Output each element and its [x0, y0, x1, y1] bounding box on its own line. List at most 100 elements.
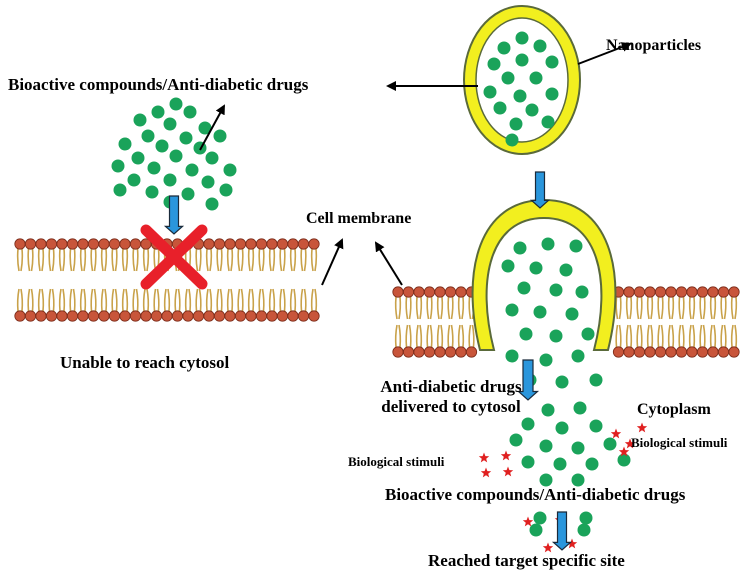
- drug-dot: [589, 373, 603, 387]
- drug-dot: [147, 161, 161, 175]
- lipid-tail: [93, 248, 97, 272]
- lipid-tail: [240, 288, 244, 312]
- lipid-tail: [16, 288, 20, 312]
- lipid-tail: [629, 324, 633, 348]
- drug-dot: [497, 41, 511, 55]
- lipid-tail: [58, 288, 62, 312]
- drug-dot: [505, 349, 519, 363]
- lipid-head: [203, 310, 215, 322]
- lipid-tail: [667, 324, 671, 348]
- lipid-head: [66, 310, 79, 322]
- lipid-head: [35, 238, 47, 250]
- lipid-tail: [650, 296, 654, 320]
- lipid-tail: [415, 296, 419, 320]
- drug-dot: [141, 129, 155, 143]
- nanoparticle-vesicle: [463, 5, 581, 155]
- lipid-tail: [615, 324, 619, 348]
- lipid-tail: [618, 324, 622, 348]
- red-star-icon: [522, 516, 534, 527]
- drug-dot: [145, 185, 159, 199]
- lipid-tail: [114, 248, 118, 272]
- lipid-tail: [268, 248, 272, 272]
- lipid-head: [98, 238, 110, 250]
- lipid-tail: [730, 296, 734, 320]
- lipid-head: [623, 286, 635, 298]
- lipid-tail: [426, 296, 430, 320]
- lipid-tail: [37, 288, 41, 312]
- lipid-tail: [100, 248, 104, 272]
- lipid-tail: [447, 296, 451, 320]
- lipid-tail: [195, 248, 199, 272]
- lipid-head: [276, 238, 289, 250]
- drug-dot: [529, 261, 543, 275]
- label-nanoparticles: Nanoparticles: [606, 37, 702, 54]
- drug-dot: [515, 31, 529, 45]
- lipid-tail: [667, 296, 671, 320]
- drug-dot: [169, 97, 183, 111]
- lipid-tail: [247, 248, 251, 272]
- lipid-head: [423, 286, 436, 298]
- lipid-tail: [293, 248, 297, 272]
- lipid-head: [224, 310, 236, 322]
- lipid-tail: [198, 248, 202, 272]
- lipid-head: [612, 346, 625, 358]
- arrow-to-bioactive-label: [199, 104, 225, 151]
- drug-dot: [539, 353, 553, 367]
- lipid-tail: [27, 248, 31, 272]
- lipid-head: [644, 286, 656, 298]
- lipid-head: [266, 238, 278, 250]
- drug-particles: [111, 31, 631, 537]
- drug-dot: [501, 71, 515, 85]
- lipid-tail: [226, 248, 230, 272]
- lipid-tail: [398, 324, 402, 348]
- drug-dot: [533, 305, 547, 319]
- lipid-tail: [195, 288, 199, 312]
- lipid-head: [77, 238, 89, 250]
- lipid-tail: [69, 248, 73, 272]
- lipid-tail: [720, 296, 724, 320]
- lipid-tail: [279, 248, 283, 272]
- drug-dot: [541, 403, 555, 417]
- lipid-tail: [639, 324, 643, 348]
- lipid-tail: [258, 288, 262, 312]
- lipid-tail: [723, 324, 727, 348]
- label-delivered-line1: Anti-diabetic drugs: [380, 377, 522, 396]
- lipid-tail: [177, 288, 181, 312]
- lipid-head: [675, 286, 688, 298]
- lipid-tail: [20, 288, 24, 312]
- lipid-tail: [237, 248, 241, 272]
- lipid-head: [224, 238, 236, 250]
- lipid-tail: [100, 288, 104, 312]
- lipid-tail: [314, 248, 318, 272]
- lipid-tail: [468, 296, 472, 320]
- lipid-tail: [146, 288, 150, 312]
- lipid-tail: [188, 288, 192, 312]
- drug-dot: [565, 307, 579, 321]
- label-target: Reached target specific site: [428, 551, 625, 570]
- drug-dot: [571, 473, 585, 487]
- lipid-head: [255, 238, 268, 250]
- lipid-tail: [405, 324, 409, 348]
- lipid-tail: [83, 248, 87, 272]
- lipid-head: [213, 238, 226, 250]
- drug-dot: [185, 163, 199, 177]
- drug-dot: [579, 511, 593, 525]
- lipid-head: [14, 310, 26, 322]
- drug-dot: [545, 55, 559, 69]
- arrow-membrane-left: [321, 238, 344, 286]
- lipid-tail: [79, 248, 83, 272]
- lipid-head: [434, 346, 446, 358]
- lipid-tail: [709, 324, 713, 348]
- lipid-head: [87, 310, 100, 322]
- lipid-head: [465, 346, 478, 358]
- lipid-head: [413, 286, 425, 298]
- lipid-tail: [615, 296, 619, 320]
- lipid-tail: [27, 288, 31, 312]
- drug-dot: [127, 173, 141, 187]
- blue-down-arrow: [163, 195, 185, 235]
- lipid-head: [665, 346, 677, 358]
- flow-arrows: [163, 171, 573, 551]
- lipid-tail: [30, 248, 34, 272]
- lipid-head: [276, 310, 289, 322]
- drug-dot: [603, 437, 617, 451]
